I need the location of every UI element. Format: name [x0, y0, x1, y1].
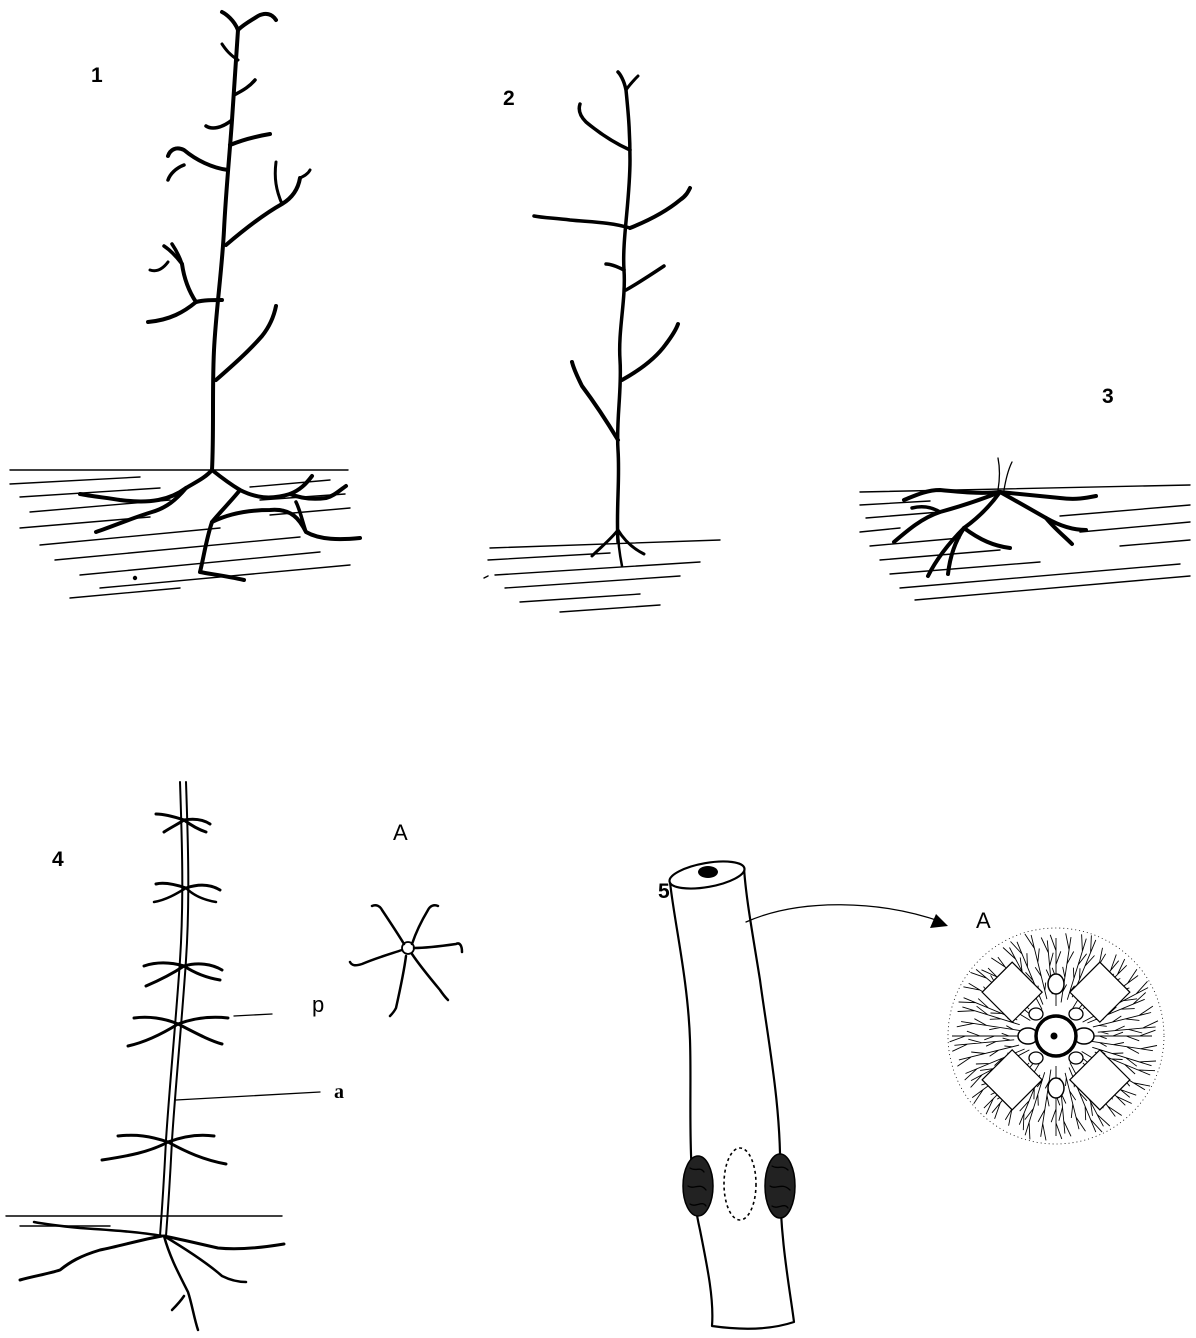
panel-5-drawing: [667, 857, 948, 1329]
panel-5-label: 5: [658, 880, 670, 903]
panel-5-inset-cross-section: [948, 928, 1164, 1144]
panel-4-label: 4: [52, 848, 64, 871]
panel-4: 4 A p a: [6, 782, 462, 1330]
panel-4-inset-label: A: [393, 820, 408, 845]
whorl-2: [154, 883, 220, 902]
substrate-hatching-2: [484, 540, 720, 612]
panel-3-drawing: [860, 458, 1190, 600]
whorl-1: [156, 814, 210, 832]
panel-2-drawing: [484, 72, 720, 612]
panel-3: 3: [860, 385, 1190, 600]
panel-5-inset-label: A: [976, 908, 991, 933]
panel-2-label: 2: [503, 87, 515, 110]
sporangium-cluster-left: [683, 1156, 713, 1216]
panel-1-drawing: [10, 12, 360, 598]
panel-4-p-label: p: [312, 992, 324, 1017]
panel-4-inset-whorl: [350, 905, 462, 1016]
panel-1-label: 1: [91, 64, 103, 87]
panel-3-label: 3: [1102, 385, 1114, 408]
panel-2: 2: [484, 72, 720, 612]
panel-4-a-label: a: [334, 1081, 344, 1103]
whorl-4: [128, 1017, 228, 1046]
whorl-3: [144, 963, 222, 986]
panel-5: 5 A: [658, 857, 1164, 1329]
sporangium-cluster-right: [765, 1154, 795, 1218]
panel-1: 1: [10, 12, 360, 598]
substrate-hatching-3: [860, 485, 1190, 600]
